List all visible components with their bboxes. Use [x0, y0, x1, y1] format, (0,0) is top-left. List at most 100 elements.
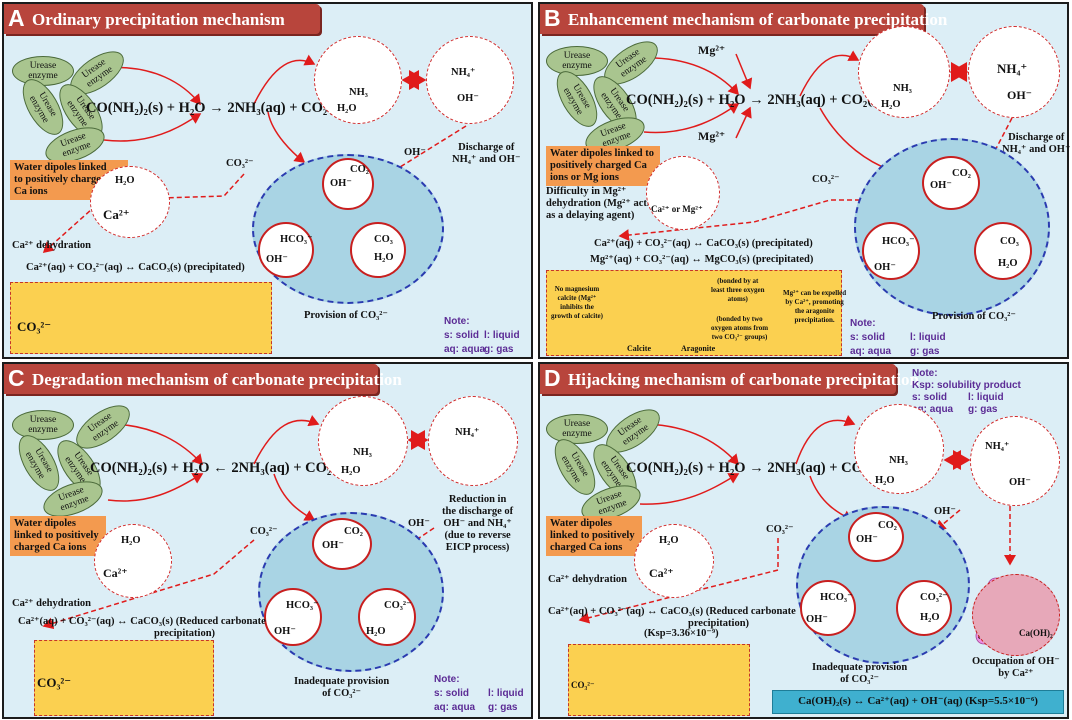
calcium-hydroxide-equation: Ca(OH)₂(s) ↔ Ca²⁺(aq) + OH⁻(aq) (Ksp=5.5…	[772, 690, 1064, 714]
reaction-arrow	[253, 54, 316, 105]
calcite-precipitation-equation-cont: precipitation)	[154, 628, 216, 639]
reaction-arrow	[735, 53, 753, 90]
calcium-hydroxide-circle: Ca(OH)₂	[972, 574, 1060, 656]
calcium-hydration-circle: H₂O Ca²⁺	[634, 524, 714, 598]
bicarbonate-circle: HCO₃⁻OH⁻	[258, 222, 314, 278]
urea-hydrolysis-equation: CO(NH₂)₂(s) + H₂O → 2NH₃(aq) + CO₂(g)	[626, 460, 885, 476]
hydroxide-label: OH⁻	[934, 506, 956, 517]
ammonium-solution-circle: NH₄⁺ OH⁻	[426, 36, 514, 124]
magnesium-label: Mg²⁺	[698, 43, 726, 57]
panel-title: Enhancement mechanism of carbonate preci…	[568, 10, 948, 29]
precipitation-illustration: CO₃²⁻	[34, 640, 214, 716]
carbonate-label: CO₃²⁻	[226, 158, 254, 169]
carbonate-circle: CO₃²⁻H₂O	[358, 588, 416, 646]
co2-circle: OH⁻CO₂	[922, 156, 980, 210]
carbonate-label: CO₃²⁻	[766, 524, 794, 535]
precipitation-illustration: CO₃²⁻	[568, 644, 750, 716]
carbonate-provision-circle: OH⁻CO₂ HCO₃⁻OH⁻ CO₃²⁻H₂O	[796, 506, 970, 664]
precipitation-illustration: CO₃²⁻	[10, 282, 272, 354]
co2-circle: OH⁻CO₂	[322, 158, 374, 210]
reaction-arrow	[735, 106, 752, 139]
ammonium-solution-circle: NH₄⁺ OH⁻	[968, 26, 1060, 118]
reaction-arrow	[42, 539, 255, 630]
panel-c-header: C Degradation mechanism of carbonate pre…	[4, 364, 402, 394]
reaction-arrow	[253, 415, 320, 465]
ammonia-solution-circle: NH₃ H₂O	[858, 26, 950, 118]
panel-b-header: B Enhancement mechanism of carbonate pre…	[540, 4, 947, 34]
urea-hydrolysis-equation: CO(NH₂)₂(s) + H₂O → 2NH₃(aq) + CO₂(g)	[86, 100, 345, 116]
panel-title: Degradation mechanism of carbonate preci…	[32, 370, 402, 389]
aragonite-label: Aragonite	[681, 344, 716, 353]
bicarbonate-circle: HCO₃⁻OH⁻	[264, 588, 322, 646]
bicarbonate-circle: HCO₃⁻OH⁻	[862, 222, 920, 280]
bicarbonate-circle: HCO₃⁻OH⁻	[800, 580, 856, 636]
panel-d-header: D Hijacking mechanism of carbonate preci…	[540, 364, 919, 394]
co2-circle: OH⁻CO₂	[848, 512, 904, 562]
hydroxide-label: OH⁻	[404, 147, 426, 158]
ammonia-solution-circle: NH₃ H₂O	[854, 404, 944, 494]
calcium-hydration-circle: H₂O Ca²⁺	[90, 166, 170, 238]
carbonate-label: CO₃²⁻	[250, 526, 278, 537]
calcite-label: Calcite	[627, 344, 651, 353]
reaction-arrow	[639, 473, 740, 505]
ammonia-solution-circle: NH₃ H₂O	[314, 36, 402, 124]
panel-letter: D	[544, 365, 561, 391]
ammonia-solution-circle: NH₃ H₂O	[318, 396, 408, 486]
panel-d: D Hijacking mechanism of carbonate preci…	[538, 362, 1069, 719]
magnesite-precipitation-equation: Mg²⁺(aq) + CO₃²⁻(aq) ↔ MgCO₃(s) (precipi…	[590, 254, 814, 265]
reaction-arrow	[643, 103, 740, 134]
reaction-arrow	[107, 473, 204, 502]
panel-title: Ordinary precipitation mechanism	[32, 10, 285, 29]
occupation-label: Occupation of OH⁻by Ca²⁺	[972, 656, 1060, 679]
calcite-precipitation-equation: Ca²⁺(aq) + CO₃²⁻(aq) ↔ CaCO₃(s) (Reduced…	[18, 616, 266, 627]
hydroxide-label: OH⁻	[408, 518, 430, 529]
calcite-solubility-product: (Ksp=3.36×10⁻⁹)	[644, 628, 719, 639]
panel-a: A Ordinary precipitation mechanism Ca²⁺C…	[2, 2, 533, 359]
panel-a-header: A Ordinary precipitation mechanism	[4, 4, 320, 34]
reaction-arrow	[578, 538, 779, 624]
urea-hydrolysis-reverse-equation: CO(NH₂)₂(s) + H₂O ← 2NH₃(aq) + CO₂(g)	[90, 460, 349, 476]
reaction-arrow	[267, 111, 306, 163]
reaction-arrow	[639, 57, 740, 96]
provision-label: Provision of CO₃²⁻	[932, 311, 1016, 322]
calcite-precipitation-equation: Ca²⁺(aq) + CO₃²⁻(aq) ↔ CaCO₃(s) (precipi…	[26, 262, 245, 273]
reaction-arrow	[799, 50, 860, 97]
carbonate-label: CO₃²⁻	[812, 174, 840, 185]
panel-letter: A	[8, 5, 25, 31]
panel-title: Hijacking mechanism of carbonate precipi…	[568, 370, 919, 389]
calcium-dehydration-label: Ca²⁺ dehydration	[12, 598, 91, 609]
panel-letter: C	[8, 365, 25, 391]
ammonium-solution-circle: NH₄⁺ OH⁻	[970, 416, 1060, 506]
calcite-precipitation-equation: Ca²⁺(aq) + CO₃²⁻(aq) ↔ CaCO₃(s) (Reduced…	[548, 606, 796, 617]
carbonate-circle: CO₃²⁻H₂O	[896, 580, 952, 636]
calcium-dehydration-label: Ca²⁺ dehydration	[548, 574, 627, 585]
carbonate-provision-circle: OH⁻CO₂ HCO₃⁻OH⁻ CO₃²⁻H₂O	[258, 512, 444, 672]
provision-label: Provision of CO₃²⁻	[304, 310, 388, 321]
calcite-precipitation-equation-cont: precipitation)	[688, 618, 750, 629]
urea-hydrolysis-equation: CO(NH₂)₂(s) + H₂O → 2NH₃(aq) + CO₂(g)	[626, 92, 885, 108]
magnesium-hydration-circle: Ca²⁺ or Mg²⁺	[646, 156, 720, 230]
calcium-dehydration-label: Ca²⁺ dehydration	[12, 240, 91, 251]
co2-circle: OH⁻CO₂	[312, 518, 372, 570]
calcite-precipitation-equation: Ca²⁺(aq) + CO₃²⁻(aq) ↔ CaCO₃(s) (precipi…	[594, 238, 813, 249]
reaction-arrow	[273, 473, 316, 521]
